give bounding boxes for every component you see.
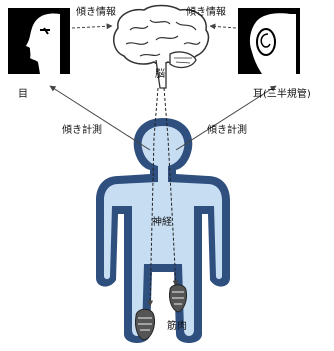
brain-icon — [112, 4, 210, 89]
tilt-info-right-label: 傾き情報 — [186, 7, 226, 18]
tilt-info-left-label: 傾き情報 — [76, 7, 116, 18]
head-to-ear-arrow — [175, 85, 277, 151]
muscle-label: 筋肉 — [167, 321, 187, 332]
tilt-measure-right-label: 傾き計測 — [207, 125, 247, 136]
ear-panel — [238, 8, 300, 74]
nerve-label: 神経 — [152, 217, 172, 228]
human-body — [96, 118, 230, 343]
muscle-icon — [135, 284, 187, 341]
ear-to-brain-arrow — [209, 23, 237, 30]
brain-label: 脳 — [155, 69, 165, 80]
tilt-measure-left-label: 傾き計測 — [62, 125, 102, 136]
head-to-eye-arrow — [49, 85, 151, 151]
eye-to-brain-arrow — [71, 23, 113, 30]
nerve-line-left — [147, 87, 159, 307]
ear-label: 耳(三半規管) — [253, 89, 311, 100]
eye-panel — [8, 8, 70, 74]
face-profile-eye-icon — [26, 13, 60, 74]
eye-label: 目 — [18, 89, 28, 100]
nerve-line-right — [163, 87, 179, 287]
